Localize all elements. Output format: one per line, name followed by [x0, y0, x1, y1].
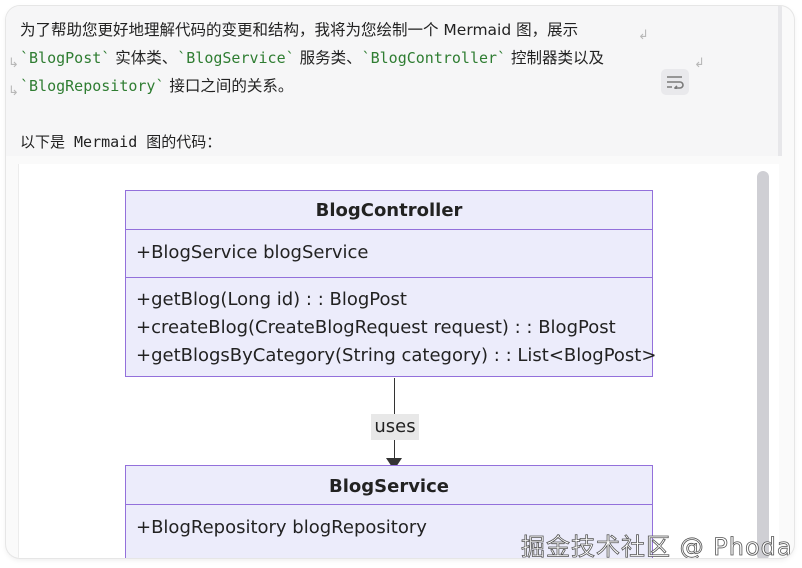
relation-line: [394, 378, 395, 414]
message-scrollbar[interactable]: [778, 6, 782, 156]
message-line-3: `BlogRepository` 接口之间的关系。: [20, 72, 293, 100]
class-method: +getBlog(Long id) : : BlogPost: [136, 289, 407, 310]
message-text: 实体类、: [110, 49, 178, 67]
relation-line: [394, 440, 395, 460]
wrap-mark-icon: ↳: [8, 56, 19, 71]
class-method: +createBlog(CreateBlogRequest request) :…: [136, 317, 616, 338]
chat-window: 为了帮助您更好地理解代码的变更和结构，我将为您绘制一个 Mermaid 图，展示…: [6, 6, 794, 558]
wrap-mark-icon: ↳: [8, 84, 19, 99]
inline-code: `BlogRepository`: [20, 77, 165, 95]
inline-code: `BlogController`: [361, 49, 507, 67]
inline-code: `BlogPost`: [20, 49, 111, 67]
wrap-mark-icon: ↲: [694, 56, 705, 71]
class-attributes: +BlogRepository blogRepository: [126, 505, 652, 542]
class-box-blogservice: BlogService +BlogRepository blogReposito…: [125, 465, 653, 558]
wrap-icon: [667, 76, 684, 89]
message-text: 以下是 Mermaid 图的代码：: [20, 133, 222, 151]
message-text: 接口之间的关系。: [164, 77, 294, 95]
wrap-mark-icon: ↲: [638, 28, 649, 43]
message-line-1: 为了帮助您更好地理解代码的变更和结构，我将为您绘制一个 Mermaid 图，展示: [20, 16, 578, 44]
diagram-scrollbar[interactable]: [757, 171, 769, 558]
class-attribute: +BlogRepository blogRepository: [136, 517, 427, 538]
message-text: 控制器类以及: [506, 49, 605, 67]
class-name: BlogService: [126, 466, 652, 505]
message-line-4: 以下是 Mermaid 图的代码：: [20, 128, 221, 156]
toggle-wrap-button[interactable]: [661, 69, 689, 95]
class-attribute: +BlogService blogService: [136, 242, 369, 263]
inline-code: `BlogService`: [177, 49, 295, 67]
assistant-message: 为了帮助您更好地理解代码的变更和结构，我将为您绘制一个 Mermaid 图，展示…: [6, 6, 782, 156]
class-attributes: +BlogService blogService: [126, 230, 652, 278]
message-text: 为了帮助您更好地理解代码的变更和结构，我将为您绘制一个 Mermaid 图，展示: [20, 21, 579, 39]
class-box-blogcontroller: BlogController +BlogService blogService …: [125, 190, 657, 377]
relation-label: uses: [371, 414, 419, 440]
class-method: +getBlogsByCategory(String category) : :…: [136, 345, 657, 366]
class-name: BlogController: [126, 191, 652, 230]
message-text: 服务类、: [294, 49, 362, 67]
watermark-text: 掘金技术社区 @ Phodal: [521, 533, 794, 558]
class-methods: +getBlog(Long id) : : BlogPost +createBl…: [126, 278, 657, 376]
message-line-2: `BlogPost` 实体类、`BlogService` 服务类、`BlogCo…: [20, 44, 604, 72]
